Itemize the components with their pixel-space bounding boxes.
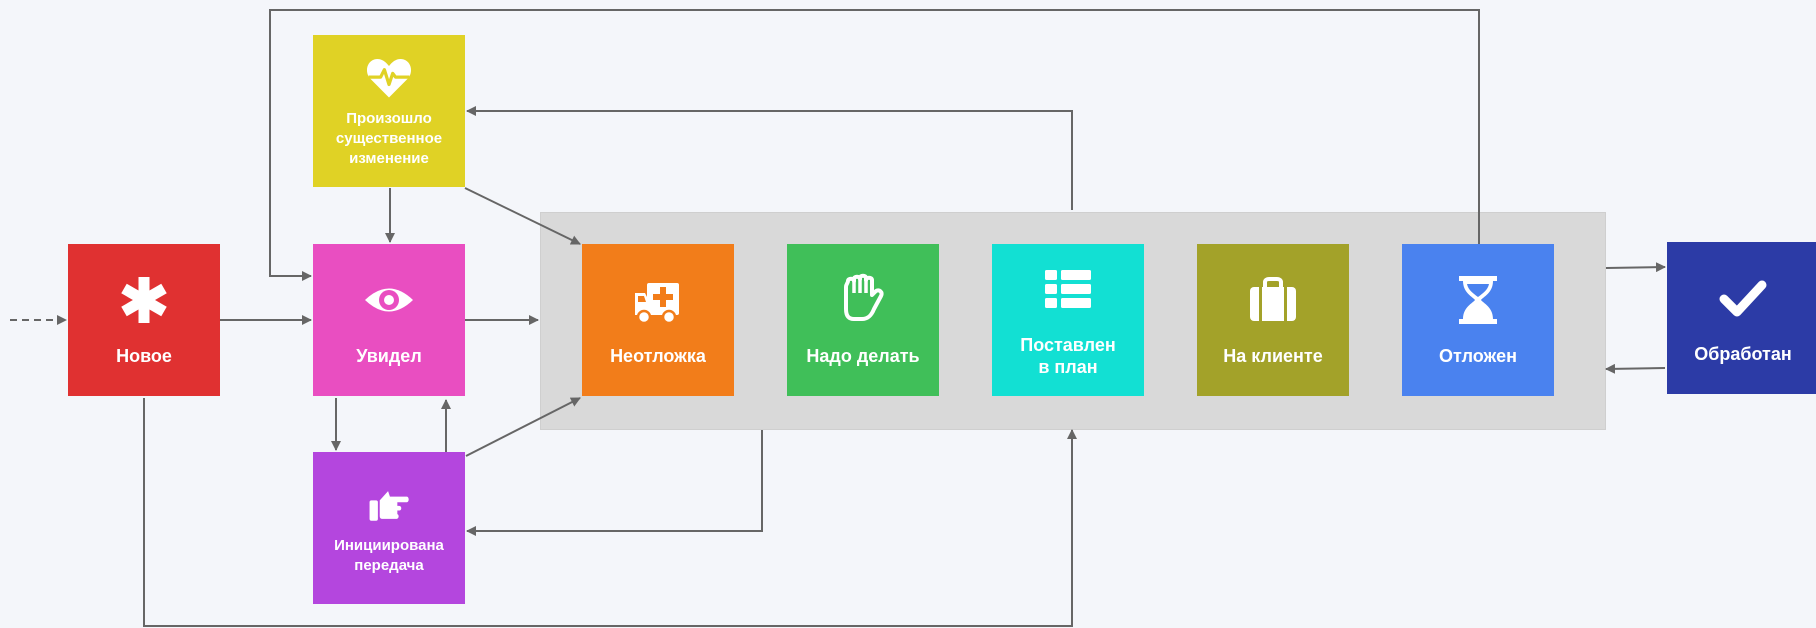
state-significant-change-label: Произошло существенное изменение [335, 110, 443, 167]
state-todo: Надо делать [787, 244, 939, 396]
list-icon [1041, 262, 1095, 316]
fist-icon [836, 273, 890, 327]
asterisk-icon [117, 273, 171, 327]
state-urgent: Неотложка [582, 244, 734, 396]
ambulance-icon [631, 273, 685, 327]
arrow-change-to-urgent [464, 187, 581, 245]
state-planned: Поставлен в план [992, 244, 1144, 396]
arrow-group-to-change [466, 106, 1073, 210]
state-postponed: Отложен [1402, 244, 1554, 396]
arrow-new-to-group [143, 398, 1077, 627]
heartbeat-icon [364, 53, 414, 103]
state-urgent-label: Неотложка [610, 346, 706, 366]
state-new: Новое [68, 244, 220, 396]
arrow-transfer-to-urgent [465, 397, 581, 457]
arrow-postponed-to-seen [269, 9, 1480, 281]
state-on-client-label: На клиенте [1223, 346, 1323, 366]
briefcase-icon [1246, 273, 1300, 327]
state-processed: Обработан [1667, 242, 1816, 394]
state-planned-label: Поставлен в план [1020, 335, 1116, 377]
eye-icon [362, 273, 416, 327]
arrow-group-to-transfer [466, 430, 763, 536]
arrow-done-to-group [1605, 363, 1666, 374]
state-processed-label: Обработан [1694, 344, 1792, 364]
state-transfer-initiated-label: Инициирована передача [334, 537, 444, 574]
arrow-group-to-done [1605, 262, 1666, 273]
state-transfer-initiated: Инициирована передача [313, 452, 465, 604]
state-postponed-label: Отложен [1439, 346, 1517, 366]
checkmark-icon [1716, 271, 1770, 325]
state-on-client: На клиенте [1197, 244, 1349, 396]
state-seen-label: Увидел [356, 346, 422, 366]
state-seen: Увидел [313, 244, 465, 396]
state-new-label: Новое [116, 346, 172, 366]
state-significant-change: Произошло существенное изменение [313, 35, 465, 187]
hourglass-icon [1451, 273, 1505, 327]
pointing-hand-icon [364, 480, 414, 530]
state-todo-label: Надо делать [806, 346, 920, 366]
